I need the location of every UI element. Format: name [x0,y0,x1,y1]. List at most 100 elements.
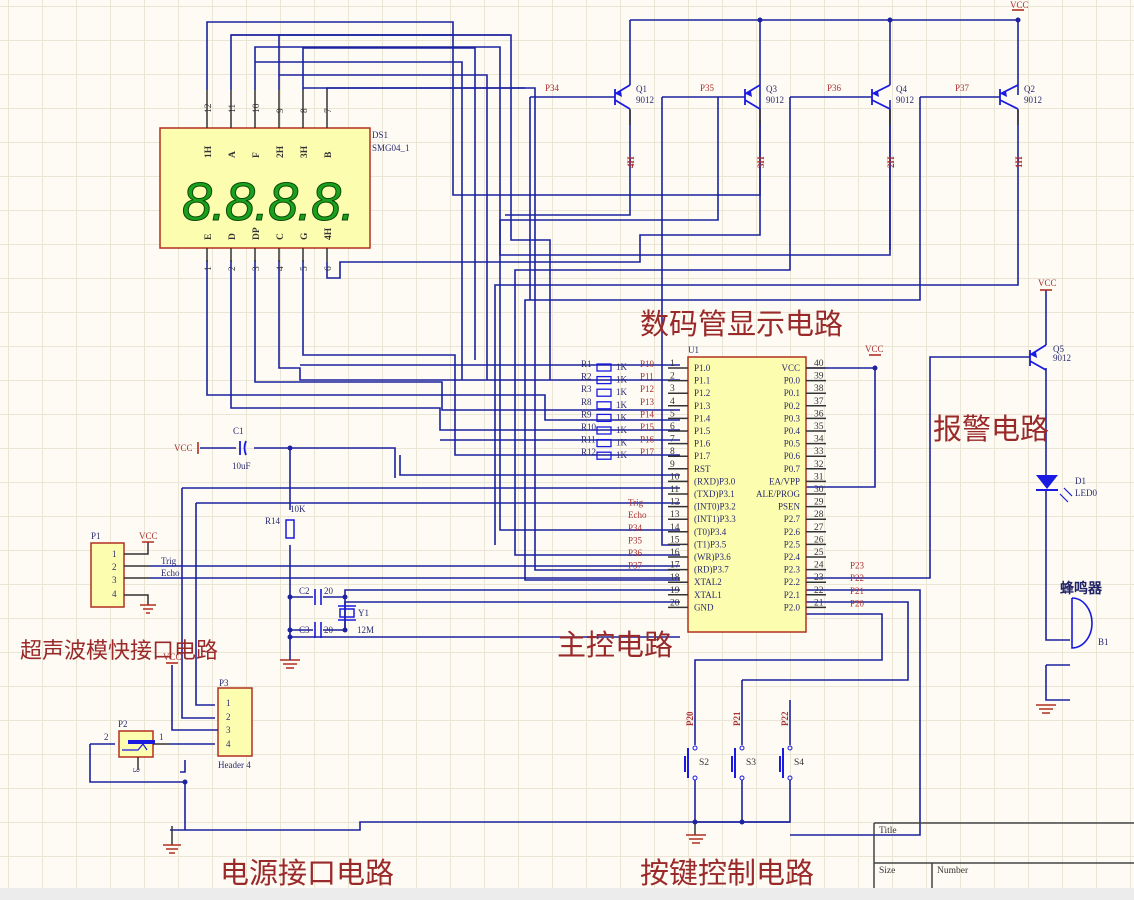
mcu-left-pin-name: P1.0 [694,363,711,373]
transistor-arrow [873,91,879,97]
key-s2-label: S2 [699,758,709,768]
mcu-right-pin-num: 22 [814,586,824,596]
display-bottom-pin-num: 4 [276,266,286,271]
vcc-top: VCC [1010,0,1029,10]
resistor-r1 [596,363,612,372]
header-p3-pin3: 3 [226,725,231,735]
resistor-ref: R12 [581,447,596,457]
mcu-right-pin-name: P0.4 [784,426,801,436]
resistor-value: 1K [616,450,628,460]
bottom-scroll-strip [0,888,1134,900]
header-p3-pin4: 4 [226,739,231,749]
resistor-ref: R8 [581,397,592,407]
resistor-r8 [596,401,612,410]
header-p3-part: Header 4 [218,760,251,770]
mcu-right-pin-name: VCC [781,363,800,373]
transistor-net: P37 [955,83,970,93]
mcu-left-pin-num: 9 [670,460,675,470]
mcu-left-pin-name: P1.7 [694,451,711,461]
transistor-symbol [871,84,891,110]
transistor-arrow [746,91,752,97]
display-top-pin-num: 9 [276,108,286,113]
c1-value: 10uF [232,461,251,471]
display-ref: DS1 [372,130,388,140]
mcu-right-pin-name: P2.5 [784,539,801,549]
trig-net-label: Trig [161,556,177,566]
transistor-part: 9012 [766,95,784,105]
mcu-left-pin-name: (T1)P3.5 [694,539,727,549]
resistor-value: 1K [616,375,628,385]
transistor-output: 3H [756,156,766,168]
display-bottom-pin-label: 4H [324,227,334,240]
mcu-left-pin-name: (WR)P3.6 [694,552,731,562]
resistor-value: 1K [616,438,628,448]
mcu-right-pin-num: 35 [814,422,824,432]
mcu-right-pin-num: 34 [814,435,824,445]
mcu-ref: U1 [688,345,699,355]
resistor-ref: R11 [581,435,596,445]
resistor-value: 1K [616,412,628,422]
transistor-symbol [744,84,761,110]
key-s3-net: P21 [732,711,742,726]
vcc-mcu: VCC [865,344,884,354]
transistor-nets [494,19,1019,581]
mcu-right-pin-name: P0.3 [784,413,801,423]
header-p3-pin2: 2 [226,712,231,722]
mcu-right-pin-num: 32 [814,460,824,470]
mcu-right-pin-name: P0.7 [784,464,801,474]
display-top-pin-label: B [324,151,334,158]
c2-value: 20 [324,586,334,596]
section-ultrasonic-title: 超声波模快接口电路 [20,639,219,664]
transistor-symbol [999,84,1019,110]
display-top-pin-label: A [228,151,238,158]
resistor-ref: R10 [581,422,597,432]
mcu-left-pin-num: 16 [670,548,680,558]
header-p1-pin2: 2 [112,562,117,572]
mcu-left-pin-name: P1.5 [694,426,711,436]
mcu-right-pin-num: 27 [814,523,824,533]
mcu-left-pin-name: (INT1)P3.3 [694,514,736,524]
y1-ref: Y1 [358,608,369,618]
header-p3-pin1: 1 [226,698,231,708]
display-top-pin-num: 8 [300,108,310,113]
mcu-left-pin-name: GND [694,602,714,612]
mcu-left-pin-net: P35 [628,535,643,545]
section-display-title: 数码管显示电路 [640,307,844,341]
mcu-left-pin-net: P10 [640,359,655,369]
mcu-left-pin-num: 7 [670,435,675,445]
q5-part: 9012 [1053,353,1071,363]
resistor-ref: R1 [581,359,592,369]
mcu-left-pin-num: 4 [670,397,675,407]
reset-crystal-circuit: VCC C1 10uF R14 10K C2 20 C3 20 Y1 12M [174,426,374,669]
r14-value: 10K [290,504,306,514]
power-jack-pin1: 1 [159,732,164,742]
mcu-left-pin-net: P12 [640,384,654,394]
display-bottom-pin-label: DP [252,227,262,240]
transistor-symbol [614,84,631,110]
display-bottom-pin-label: G [300,232,310,240]
title-label: Title [879,826,897,836]
transistor-net: P34 [545,83,560,93]
mcu-right-pin-name: P2.2 [784,577,800,587]
mcu-left-pin-name: (TXD)P3.1 [694,489,735,499]
mcu-right-pin-num: 33 [814,447,824,457]
mcu-right-pin-name: P0.6 [784,451,801,461]
mcu-right-pin-num: 24 [814,561,824,571]
display-top-pin-label: 1H [204,145,214,158]
transistor-part: 9012 [636,95,654,105]
mcu-left-pin-num: 14 [670,523,680,533]
mcu-right-pin-name: P2.0 [784,602,801,612]
mcu-right-pin-num: 26 [814,535,824,545]
mcu-right-pin-num: 25 [814,548,824,558]
mcu-left-pin-num: 1 [670,359,675,369]
mcu-left-pin-num: 17 [670,561,680,571]
transistor-net: P36 [827,83,842,93]
transistor-ref: Q2 [1024,84,1035,94]
mcu-left-pin-name: (RXD)P3.0 [694,476,736,486]
c1-ref: C1 [233,426,244,436]
display-top-pin-label: 3H [300,145,310,158]
